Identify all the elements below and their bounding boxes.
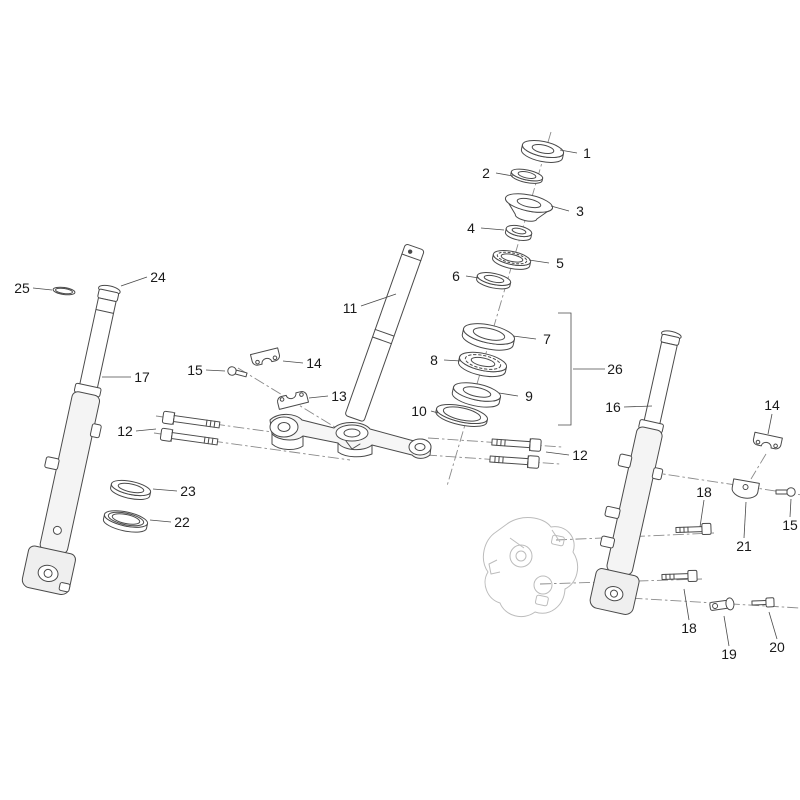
- callout-3: 3: [576, 203, 584, 219]
- callout-2: 2: [482, 165, 490, 181]
- washer-2: [510, 168, 544, 184]
- callout-19: 19: [721, 646, 737, 662]
- dust-cover-3: [504, 193, 554, 222]
- snap-ring-25: [52, 286, 76, 296]
- fork-leg-left: [21, 284, 121, 596]
- callout-15-center: 15: [187, 362, 203, 378]
- callout-15-right: 15: [782, 517, 798, 533]
- bearing-race-4: [504, 224, 533, 241]
- callout-1: 1: [583, 145, 591, 161]
- callout-26: 26: [607, 361, 623, 377]
- left-bolt-axis-lower: [153, 432, 351, 461]
- hose-clamp-upper-14-right: [752, 431, 783, 450]
- callout-8: 8: [430, 352, 438, 368]
- dust-seal-10: [435, 403, 488, 427]
- callout-4: 4: [467, 220, 475, 236]
- callout-14-right: 14: [764, 397, 780, 413]
- upper-bearing-5: [492, 250, 532, 270]
- lower-triple-clamp: [269, 413, 432, 459]
- bolt-15-right: [775, 487, 796, 497]
- clamp-bolt-12-left-upper: [161, 410, 221, 429]
- callout-17: 17: [134, 369, 150, 385]
- callout-21: 21: [736, 538, 752, 554]
- ring-23: [110, 479, 152, 500]
- bracket-26: [558, 312, 572, 426]
- bearing-ring-9: [451, 382, 502, 408]
- lower-bearing-8: [457, 351, 508, 378]
- callout-9: 9: [525, 388, 533, 404]
- callout-12-right: 12: [572, 447, 588, 463]
- callout-18-upper: 18: [696, 484, 712, 500]
- caliper-bolt-18-upper: [675, 522, 712, 536]
- clamp-bolt-12-right-lower: [489, 455, 540, 469]
- callout-7: 7: [543, 331, 551, 347]
- hose-guide-19: [709, 597, 735, 611]
- callout-25: 25: [14, 280, 30, 296]
- seal-ring-6: [476, 272, 512, 290]
- callout-18-lower: 18: [681, 620, 697, 636]
- bolt-15-center: [227, 366, 248, 378]
- steering-axis-line: [446, 131, 552, 487]
- callout-6: 6: [452, 268, 460, 284]
- callout-10: 10: [411, 403, 427, 419]
- clamp-upper-14-center: [249, 347, 280, 366]
- callout-12-left: 12: [117, 423, 133, 439]
- callout-24: 24: [150, 269, 166, 285]
- bolt-20: [751, 597, 775, 608]
- hose-clamp-link: [750, 453, 767, 480]
- callout-23: 23: [180, 483, 196, 499]
- callout-labels: 1 2 3 4 5 6 7 8 9 10 11 12 12 13 14 15 1…: [14, 145, 798, 662]
- leader-lines: [32, 149, 792, 647]
- callout-20: 20: [769, 639, 785, 655]
- caliper-bolt-18-lower: [661, 569, 698, 583]
- callout-16: 16: [605, 399, 621, 415]
- callout-13: 13: [331, 388, 347, 404]
- hose-clamp-lower-21: [731, 478, 760, 499]
- clamp-bolt-12-right-upper: [491, 438, 542, 452]
- lower-race-7: [461, 323, 516, 351]
- clamp-lower-13: [277, 391, 309, 410]
- callout-5: 5: [556, 255, 564, 271]
- fork-leg-right: [589, 330, 682, 615]
- brake-caliper-ghost: [482, 517, 579, 618]
- steering-stem: [345, 243, 425, 422]
- callout-22: 22: [174, 514, 190, 530]
- callout-14-center: 14: [306, 355, 322, 371]
- ring-22: [102, 510, 149, 533]
- steering-nut-1: [520, 139, 565, 163]
- callout-11: 11: [343, 300, 358, 316]
- clamp-bolt-12-left-lower: [159, 427, 219, 446]
